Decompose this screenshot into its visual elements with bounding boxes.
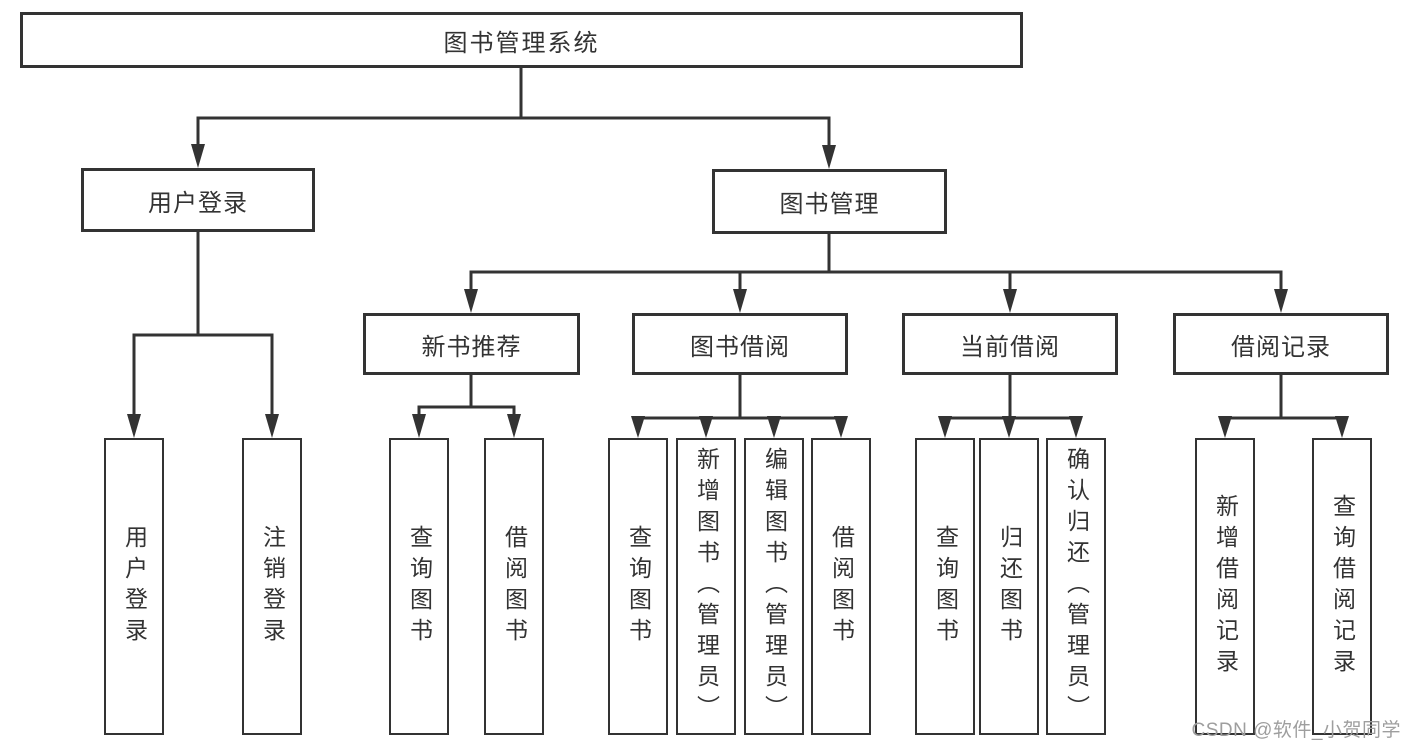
root-node: 图书管理系统 — [20, 12, 1023, 68]
borrow-record-label: 借阅记录 — [1231, 333, 1331, 361]
book-management-node-label: 图书管理 — [779, 191, 880, 218]
new-book-recommend-label: 新书推荐 — [421, 333, 522, 361]
leaf-return-books-label: 归还图书 — [996, 524, 1023, 649]
current-borrow-label: 当前借阅 — [960, 333, 1060, 361]
leaf-borrow-books-recommend-label: 借阅图书 — [501, 524, 528, 649]
leaf-logout: 注销登录 — [242, 438, 302, 735]
root-node-label: 图书管理系统 — [443, 29, 600, 57]
leaf-confirm-return-admin: 确认归还（管理员） — [1046, 438, 1106, 735]
leaf-borrow-books: 借阅图书 — [811, 438, 871, 735]
leaf-query-books-current: 查询图书 — [915, 438, 975, 735]
borrow-record-node: 借阅记录 — [1173, 313, 1389, 375]
leaf-query-books-current-label: 查询图书 — [932, 524, 959, 649]
user-login-node: 用户登录 — [81, 168, 315, 232]
leaf-borrow-books-recommend: 借阅图书 — [484, 438, 544, 735]
leaf-query-books-borrow-label: 查询图书 — [625, 524, 652, 649]
leaf-borrow-books-label: 借阅图书 — [828, 524, 855, 649]
leaf-add-borrow-record: 新增借阅记录 — [1195, 438, 1255, 735]
leaf-user-login: 用户登录 — [104, 438, 164, 735]
book-borrow-label: 图书借阅 — [690, 333, 790, 361]
current-borrow-node: 当前借阅 — [902, 313, 1118, 375]
leaf-query-books-borrow: 查询图书 — [608, 438, 668, 735]
leaf-add-books-admin: 新增图书（管理员） — [676, 438, 736, 735]
leaf-query-books-recommend: 查询图书 — [389, 438, 449, 735]
leaf-edit-books-admin-label: 编辑图书（管理员） — [761, 447, 788, 726]
leaf-logout-label: 注销登录 — [259, 524, 286, 649]
leaf-query-borrow-record: 查询借阅记录 — [1312, 438, 1372, 735]
book-management-node: 图书管理 — [712, 169, 947, 234]
leaf-query-borrow-record-label: 查询借阅记录 — [1329, 493, 1356, 680]
book-borrow-node: 图书借阅 — [632, 313, 848, 375]
watermark: CSDN @软件_小贺同学 — [1191, 720, 1401, 741]
leaf-confirm-return-admin-label: 确认归还（管理员） — [1063, 447, 1090, 726]
leaf-query-books-recommend-label: 查询图书 — [406, 524, 433, 649]
leaf-add-borrow-record-label: 新增借阅记录 — [1212, 493, 1239, 680]
leaf-user-login-label: 用户登录 — [121, 524, 148, 649]
new-book-recommend-node: 新书推荐 — [363, 313, 580, 375]
leaf-add-books-admin-label: 新增图书（管理员） — [693, 447, 720, 726]
leaf-return-books: 归还图书 — [979, 438, 1039, 735]
leaf-edit-books-admin: 编辑图书（管理员） — [744, 438, 804, 735]
user-login-node-label: 用户登录 — [148, 189, 248, 217]
